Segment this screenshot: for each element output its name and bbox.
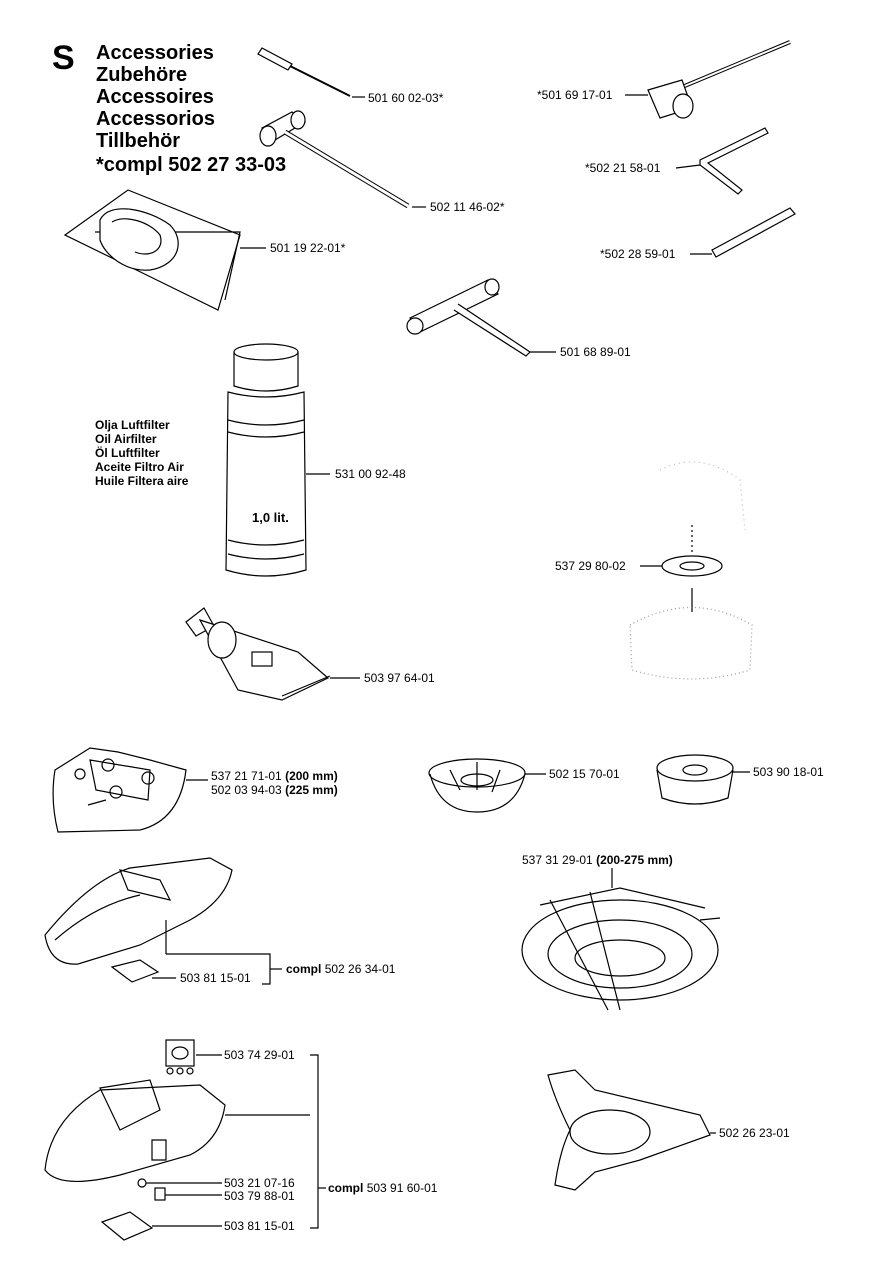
trimmer-head-drawing — [165, 1039, 222, 1075]
oil-label-fr: Huile Filtera aire — [95, 474, 189, 488]
plug-wrench-drawing — [625, 40, 791, 119]
part-guard-kit-1: compl 502 26 34-01 — [286, 962, 396, 976]
oil-label-de: Öl Luftfilter — [95, 446, 160, 460]
part-small-guard-alt: 502 03 94-03 (225 mm) — [211, 783, 338, 797]
cup-b-drawing — [656, 754, 750, 805]
title-block: Accessories Zubehöre Accessoires Accesso… — [96, 42, 286, 176]
small-guard-drawing — [52, 747, 208, 833]
part-blade-guard-kit: 537 31 29-01 (200-275 mm) — [522, 853, 673, 867]
oil-label-sv: Olja Luftfilter — [95, 418, 170, 432]
part-support-cup: 502 26 23-01 — [719, 1126, 790, 1140]
part-plug-wrench: *501 69 17-01 — [537, 88, 613, 102]
hex-key-drawing — [675, 127, 769, 195]
oil-label-es: Aceite Filtro Air — [95, 460, 184, 474]
bottle-volume: 1,0 lit. — [252, 510, 289, 525]
blade-guard-2-drawing — [521, 868, 721, 1011]
part-clip: 503 79 88-01 — [224, 1189, 295, 1203]
oil-bottle-drawing — [225, 343, 330, 577]
section-letter: S — [52, 39, 75, 77]
part-socket-wrench: 502 11 46-02* — [430, 200, 505, 214]
support-cup-drawing — [547, 1069, 716, 1191]
part-guard-plate-2: 503 81 15-01 — [224, 1219, 295, 1233]
part-hex-key: *502 21 58-01 — [585, 161, 661, 175]
part-guard-plate-1: 503 81 15-01 — [180, 971, 251, 985]
grease-tube-drawing — [185, 607, 360, 701]
part-oil-bottle: 531 00 92-48 — [335, 467, 406, 481]
part-pin: *502 28 59-01 — [600, 247, 676, 261]
oil-label-en: Oil Airfilter — [95, 432, 157, 446]
screwdriver-drawing — [257, 47, 365, 98]
part-screwdriver: 501 60 02-03* — [368, 91, 444, 105]
title-fr: Accessoires — [96, 86, 214, 108]
part-filter-disc: 537 29 80-02 — [555, 559, 626, 573]
title-en: Accessories — [96, 42, 214, 64]
part-grease-tube: 503 97 64-01 — [364, 671, 435, 685]
part-screw: 503 21 07-16 — [224, 1176, 295, 1190]
title-de: Zubehöre — [96, 64, 188, 86]
harness-drawing — [63, 189, 266, 311]
oil-label-block: Olja Luftfilter Oil Airfilter Öl Luftfil… — [95, 418, 188, 488]
t-wrench-drawing — [406, 278, 556, 357]
cup-a-drawing — [428, 758, 546, 813]
part-harness: 501 19 22-01* — [270, 241, 346, 255]
part-guard-kit-2: compl 503 91 60-01 — [328, 1181, 438, 1195]
part-cup-b: 503 90 18-01 — [753, 765, 824, 779]
pin-drawing — [690, 207, 796, 258]
blade-guard-1-drawing — [44, 857, 282, 985]
title-sv: Tillbehör — [96, 130, 181, 152]
guard-3-drawing — [44, 1054, 326, 1241]
part-trimmer-head: 503 74 29-01 — [224, 1048, 295, 1062]
socket-wrench-drawing — [259, 110, 426, 209]
part-small-guard: 537 21 71-01 (200 mm) — [211, 769, 338, 783]
compl-note: *compl 502 27 33-03 — [96, 154, 287, 176]
part-cup-a: 502 15 70-01 — [549, 767, 620, 781]
filter-disc-drawing — [629, 461, 753, 680]
title-es: Accessorios — [96, 108, 215, 130]
part-t-wrench: 501 68 89-01 — [560, 345, 631, 359]
